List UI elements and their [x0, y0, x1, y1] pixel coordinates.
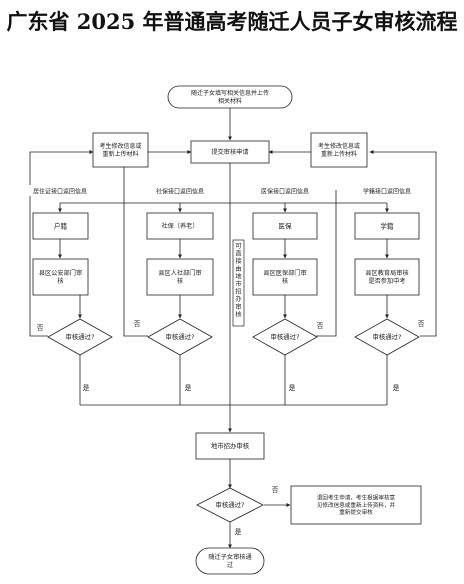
node-left_modify-text: 考生修改信息或	[99, 142, 141, 150]
terminal-end-text: 过	[227, 561, 233, 569]
flow-labels: 居住证接口返回信息社保接口返回信息医保接口返回信息学籍接口返回信息可直接由地市招…	[26, 185, 425, 536]
node-edu_review-text: 是否参加中考	[368, 277, 405, 285]
decision-diamond4: 审核通过?	[354, 318, 420, 356]
vertical-note-char: 办	[235, 295, 241, 303]
interface-label-xueji: 学籍接口返回信息	[353, 185, 421, 196]
node-city_review-text: 地市招办审核	[211, 441, 250, 450]
vertical-note-char: 招	[235, 288, 241, 296]
edge-label-no: 否	[418, 320, 425, 328]
decision-diamond1-text: 审核通过?	[66, 332, 95, 341]
vertical-note-char: 可	[235, 243, 241, 250]
decision-diamond2-text: 审核通过?	[166, 332, 195, 341]
interface-label-yibao: 医保接口返回信息	[251, 185, 319, 196]
edge-label-yes: 是	[393, 384, 400, 392]
edge-label-no: 否	[272, 486, 279, 494]
vertical-note-char: 审	[235, 303, 241, 311]
node-xueji: 学籍	[354, 212, 420, 240]
node-police_review-text: 县区公安部门审	[39, 269, 82, 277]
node-return_note-text: 见修改信息或重新上传资料，并	[317, 501, 396, 509]
decision-diamond3: 审核通过?	[252, 318, 318, 356]
connector	[123, 152, 148, 337]
node-yibao: 医保	[252, 212, 318, 240]
node-submit-text: 提交审核申请	[211, 148, 248, 156]
vertical-note-char: 核	[235, 310, 241, 318]
node-hr_review-text: 县区人社部门审	[158, 269, 201, 277]
vertical-note-char: 地	[235, 272, 241, 280]
edge-label-no: 否	[317, 322, 324, 330]
terminal-start-text: 随迁子女填写相关信息并上传	[191, 89, 269, 97]
connector	[316, 190, 337, 337]
node-hr_review-text: 核	[177, 277, 183, 285]
edge-label-yes: 是	[289, 384, 296, 392]
interface-label-yibao-text: 医保接口返回信息	[261, 188, 309, 196]
flow-nodes: 随迁子女填写相关信息并上传相关材料提交审核申请考生修改信息或重新上传材料考生修改…	[32, 85, 422, 575]
terminal-end-text: 随迁子女审核通	[208, 553, 251, 561]
decision-diamond3-text: 审核通过?	[271, 332, 300, 341]
connector	[369, 150, 437, 337]
vertical-note-char: 接	[235, 257, 241, 265]
node-medical_review-text: 核	[282, 277, 288, 285]
flow-connectors	[29, 108, 437, 549]
node-left_modify-text: 重新上传材料	[102, 150, 138, 158]
decision-diamond1: 审核通过?	[47, 318, 113, 356]
node-return_note-text: 重新提交审核	[339, 508, 373, 516]
node-city_review: 地市招办审核	[195, 432, 265, 460]
decision-diamond2: 审核通过?	[147, 318, 213, 356]
node-yibao-text: 医保	[278, 221, 292, 230]
node-right_modify-text: 重新上传材料	[321, 150, 357, 158]
interface-label-xueji-text: 学籍接口返回信息	[363, 188, 411, 196]
node-police_review-text: 核	[57, 277, 63, 285]
node-shebao: 社保（养老）	[146, 212, 214, 240]
node-hukou: 户籍	[32, 212, 89, 240]
edge-label-yes: 是	[235, 528, 242, 536]
connector	[29, 150, 94, 337]
vertical-note-char: 直	[235, 250, 241, 258]
edge-label-yes: 是	[185, 384, 192, 392]
edge-label-yes: 是	[83, 384, 90, 392]
vertical-note-char: 由	[235, 265, 241, 273]
node-right_modify-text: 考生修改信息或	[318, 142, 360, 150]
vertical-note-char: 市	[235, 280, 241, 288]
interface-label-hukou: 居住证接口返回信息	[26, 185, 94, 196]
node-shebao-text: 社保（养老）	[161, 222, 198, 230]
decision-final_diamond-text: 审核通过?	[216, 500, 245, 509]
node-edu_review-text: 县区教育局审核	[365, 269, 408, 277]
interface-label-shebao-text: 社保接口返回信息	[156, 188, 204, 196]
interface-label-hukou-text: 居住证接口返回信息	[33, 188, 87, 196]
terminal-start-text: 相关材料	[218, 97, 242, 105]
decision-diamond4-text: 审核通过?	[373, 332, 402, 341]
decision-final_diamond: 审核通过?	[196, 487, 264, 523]
interface-label-shebao: 社保接口返回信息	[146, 185, 214, 196]
edge-label-no: 否	[134, 320, 141, 328]
node-return_note-text: 退回考生申请，考生根据审核意	[317, 494, 396, 502]
node-xueji-text: 学籍	[380, 221, 394, 230]
node-submit: 提交审核申请	[190, 140, 270, 164]
edge-label-no: 否	[37, 324, 44, 332]
node-medical_review-text: 县区医保部门审	[263, 269, 306, 277]
page-title: 广东省 2025 年普通高考随迁人员子女审核流程	[6, 9, 458, 34]
node-hukou-text: 户籍	[54, 221, 68, 230]
